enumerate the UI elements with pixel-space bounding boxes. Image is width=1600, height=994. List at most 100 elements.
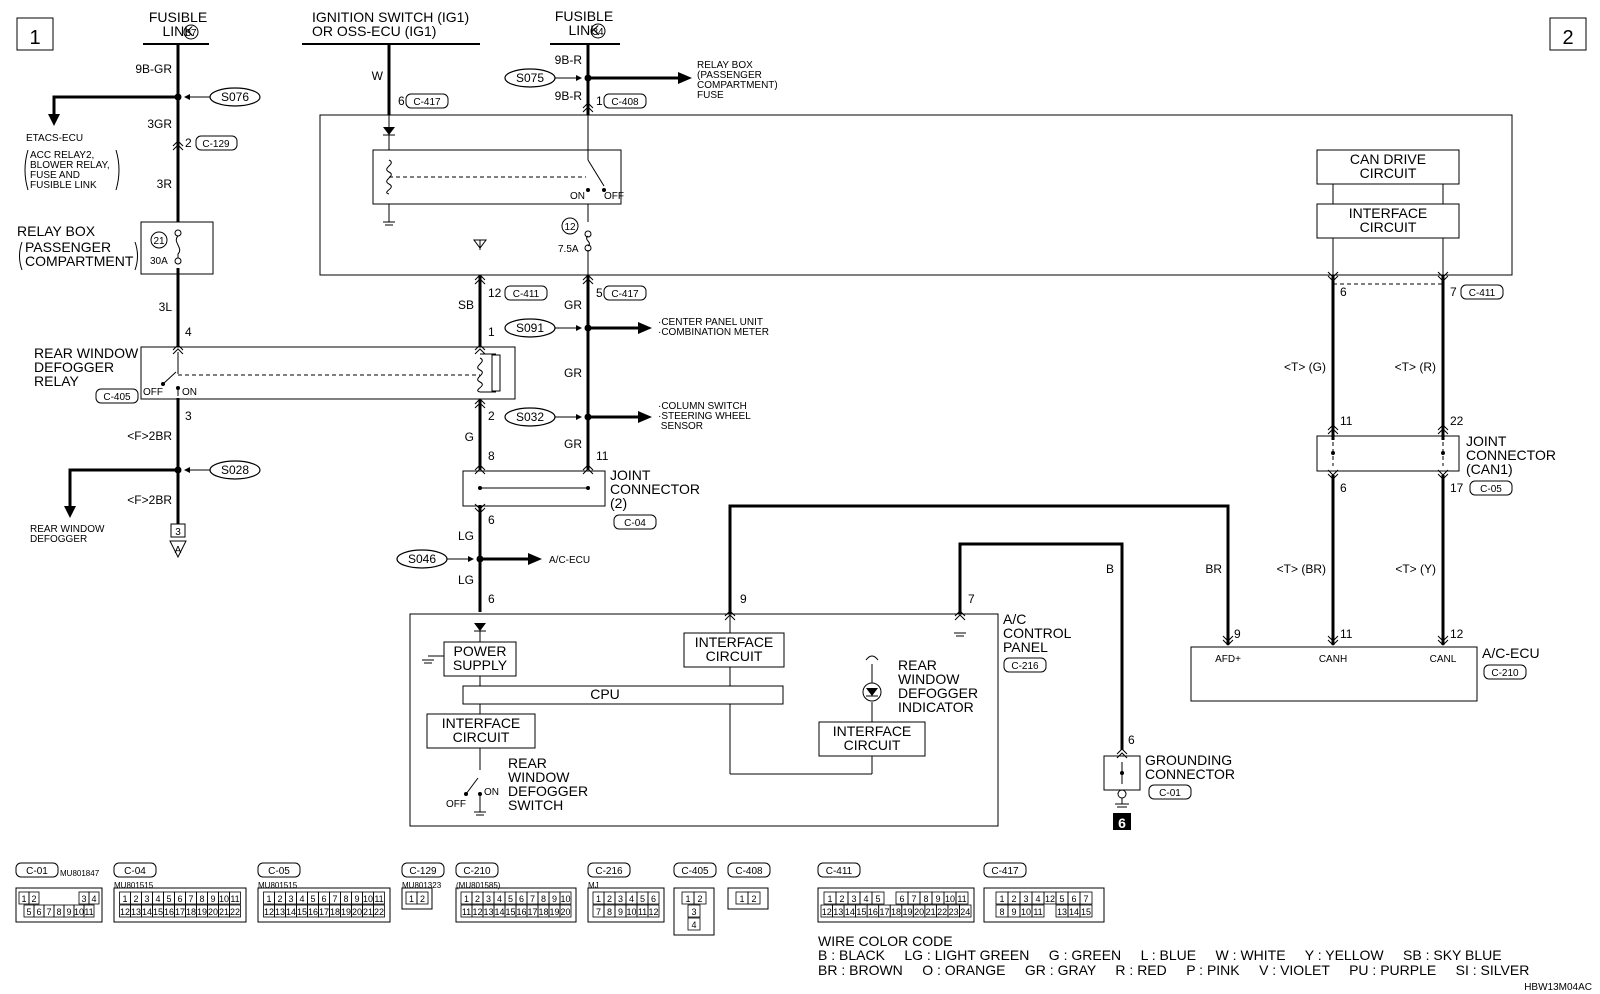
svg-text:2: 2: [488, 409, 495, 423]
connector-pin: 2: [697, 894, 702, 904]
svg-text:C-411: C-411: [513, 289, 540, 300]
connector-pin: 21: [363, 907, 373, 917]
connector-part-number: (MU801585): [456, 881, 501, 890]
connector-pin: 8: [923, 894, 928, 904]
connector-part-number: MU801847: [60, 869, 100, 878]
connector-pin: 22: [937, 907, 947, 917]
connector-pin: 1: [999, 894, 1004, 904]
svg-text:LG: LG: [458, 529, 474, 543]
svg-text:6: 6: [1118, 815, 1126, 831]
connector-pin: 22: [374, 907, 384, 917]
svg-text:6: 6: [1340, 285, 1347, 299]
svg-text:S076: S076: [221, 90, 249, 104]
ac-ecu-destination: A/C-ECU: [549, 555, 590, 566]
svg-text:30A: 30A: [150, 256, 168, 267]
connector-pin: 10: [363, 894, 373, 904]
connector-pin: 5: [640, 894, 645, 904]
connector-view-label: C-210: [463, 866, 491, 877]
splice-s075: S075: [504, 68, 582, 88]
connector-pin: 17: [527, 907, 537, 917]
connector-pin: 9: [552, 894, 557, 904]
etacs-ecu-destination: ETACS-ECU ACC RELAY2,BLOWER RELAY,FUSE A…: [24, 133, 120, 191]
svg-text:S091: S091: [516, 321, 544, 335]
connector-pin: 5: [166, 894, 171, 904]
connector-pin: 5: [875, 894, 880, 904]
connector-pin: 8: [343, 894, 348, 904]
connector-pin: 1: [266, 894, 271, 904]
connector-pin: 9: [1011, 907, 1016, 917]
svg-text:C-408: C-408: [611, 97, 639, 108]
svg-text:OFF: OFF: [604, 191, 624, 202]
svg-text:ETACS-ECU: ETACS-ECU: [26, 133, 83, 144]
svg-text:12: 12: [488, 286, 502, 300]
splice-s091: S091: [504, 318, 582, 338]
svg-text:<T> (G): <T> (G): [1284, 360, 1326, 374]
connector-pin: 17: [319, 907, 329, 917]
connector-pin: 13: [275, 907, 285, 917]
connector-pin: 15: [856, 907, 866, 917]
pin-number: 4: [185, 325, 192, 339]
connector-pin: 4: [155, 894, 160, 904]
connector-pin: 3: [81, 894, 86, 904]
svg-text:GR: GR: [564, 298, 582, 312]
connector-part-number: MU801515: [258, 881, 298, 890]
connector-pin: 1: [122, 894, 127, 904]
svg-text:C-210: C-210: [1491, 668, 1519, 679]
connector-pin: 8: [607, 907, 612, 917]
connector-pin: 2: [1011, 894, 1016, 904]
svg-text:C-411: C-411: [1469, 288, 1496, 299]
connector-view-label: C-01: [26, 866, 48, 877]
connector-pin: 2: [839, 894, 844, 904]
connector-pin: 3: [618, 894, 623, 904]
connector-c05: C-05: [1469, 480, 1513, 496]
connector-pin: 5: [310, 894, 315, 904]
svg-text:6: 6: [1128, 733, 1135, 747]
connector-pin: 12: [120, 907, 130, 917]
connector-pin: 14: [1069, 907, 1079, 917]
connector-view-label: C-408: [735, 866, 763, 877]
svg-text:B : BLACK LG : LIGHT GREEN: B : BLACK LG : LIGHT GREEN G : GREEN L :…: [818, 947, 1502, 963]
svg-text:C-417: C-417: [611, 289, 639, 300]
svg-text:IGNITION SWITCH (IG1)OR OSS-EC: IGNITION SWITCH (IG1)OR OSS-ECU (IG1): [312, 9, 469, 39]
connector-pin: 2: [607, 894, 612, 904]
connector-pin: 14: [845, 907, 855, 917]
svg-text:B: B: [1106, 562, 1114, 576]
connector-pin: 1: [21, 894, 26, 904]
svg-text:WIRE COLOR CODE: WIRE COLOR CODE: [818, 933, 953, 949]
svg-text:ACC RELAY2,BLOWER RELAY,FUSE A: ACC RELAY2,BLOWER RELAY,FUSE ANDFUSIBLE …: [30, 150, 110, 191]
wire-color-code: WIRE COLOR CODE B : BLACK LG : LIGHT GRE…: [818, 933, 1529, 978]
wire-br-afd: [724, 504, 1234, 646]
connector-view-label: C-04: [124, 866, 146, 877]
connector-pin: 3: [1023, 894, 1028, 904]
connector-pin: 11: [957, 894, 966, 904]
svg-text:<T> (R): <T> (R): [1395, 360, 1436, 374]
connector-pin: 23: [949, 907, 959, 917]
svg-text:2: 2: [1562, 27, 1573, 49]
connector-pin: 13: [833, 907, 843, 917]
connector-pin: 9: [66, 907, 71, 917]
page-number-left: 1: [16, 17, 54, 51]
connector-pin: 3: [691, 907, 696, 917]
connector-pin: 7: [596, 907, 601, 917]
connector-pin: 20: [352, 907, 362, 917]
connector-pin: 10: [1021, 907, 1031, 917]
connector-pin: 9: [618, 907, 623, 917]
svg-text:S075: S075: [516, 71, 544, 85]
connector-pin: 5: [508, 894, 513, 904]
connector-pin: 13: [1057, 907, 1067, 917]
connector-pin: 16: [164, 907, 174, 917]
splice-s032: S032: [504, 407, 582, 427]
connector-pin: 20: [560, 907, 570, 917]
connector-part-number: MU801515: [114, 881, 154, 890]
svg-text:C-417: C-417: [413, 97, 441, 108]
